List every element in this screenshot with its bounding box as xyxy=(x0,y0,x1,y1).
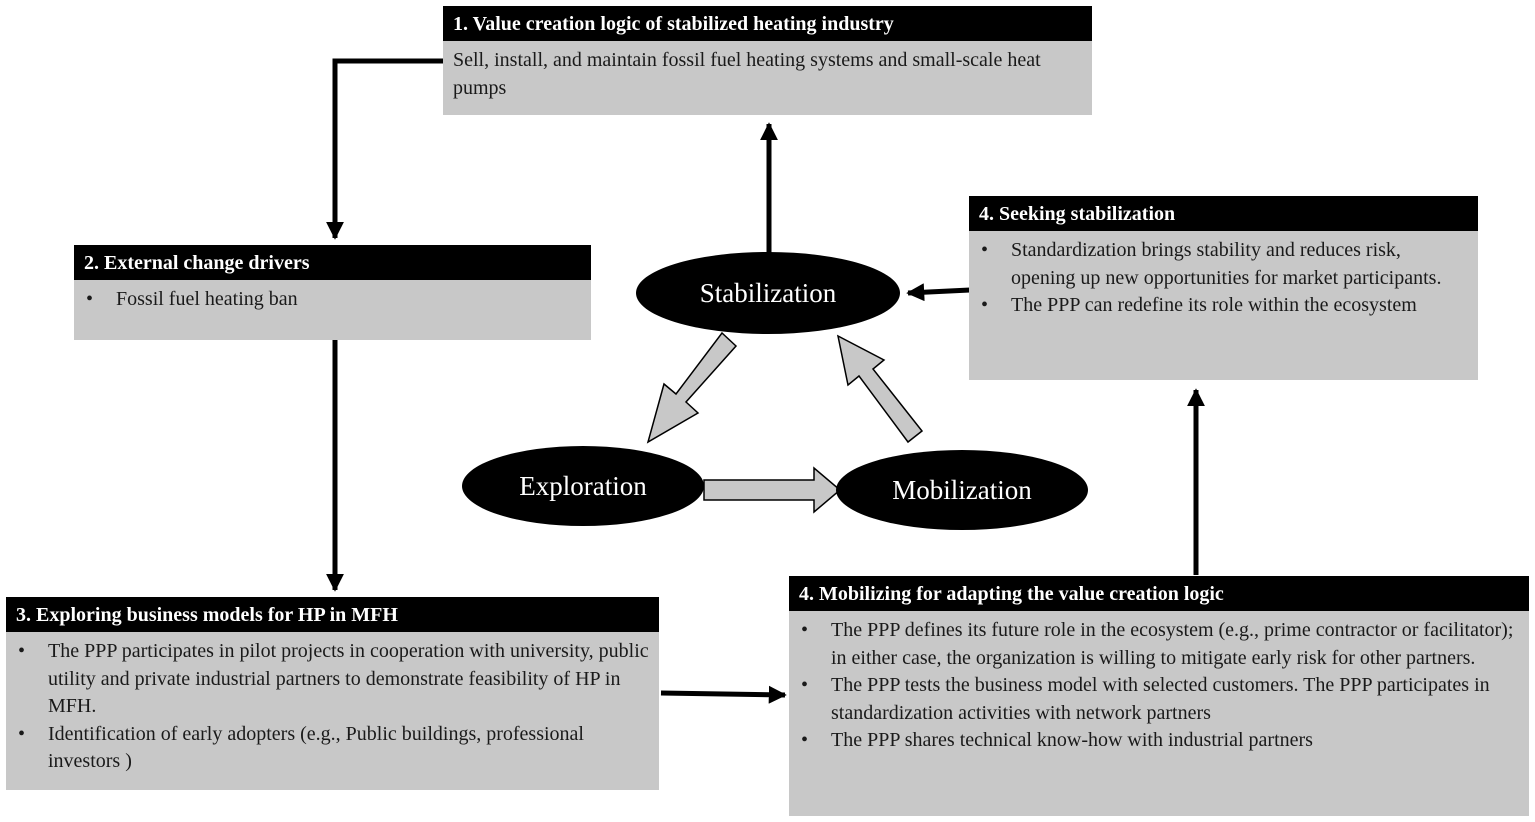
box-external-change-drivers: 2. External change drivers Fossil fuel h… xyxy=(74,245,591,340)
ellipse-mobilization-label: Mobilization xyxy=(892,474,1032,505)
box-external-change-drivers-body: Fossil fuel heating ban xyxy=(74,280,591,340)
arrow-box3-to-box4-mobilizing xyxy=(660,685,787,704)
box-seeking-stabilization: 4. Seeking stabilization Standardization… xyxy=(969,196,1478,380)
list-item: Fossil fuel heating ban xyxy=(86,286,581,314)
box-exploring-business-models-body: The PPP participates in pilot projects i… xyxy=(6,632,659,790)
ellipse-exploration-label: Exploration xyxy=(519,470,647,501)
box-exploring-business-models: 3. Exploring business models for HP in M… xyxy=(6,597,659,790)
box-value-creation-logic: 1. Value creation logic of stabilized he… xyxy=(443,6,1092,115)
list-item: The PPP can redefine its role within the… xyxy=(981,292,1468,320)
box-value-creation-logic-title: 1. Value creation logic of stabilized he… xyxy=(443,6,1092,41)
arrow-seeking-to-stabilization xyxy=(906,283,971,302)
box-mobilizing-body: The PPP defines its future role in the e… xyxy=(789,611,1529,816)
box-mobilizing: 4. Mobilizing for adapting the value cre… xyxy=(789,576,1529,816)
box-seeking-stabilization-title: 4. Seeking stabilization xyxy=(969,196,1478,231)
box-seeking-stabilization-body: Standardization brings stability and red… xyxy=(969,231,1478,380)
list-item: The PPP defines its future role in the e… xyxy=(801,617,1519,672)
box-value-creation-logic-body: Sell, install, and maintain fossil fuel … xyxy=(443,41,1092,115)
list-item: Identification of early adopters (e.g., … xyxy=(18,721,649,776)
list-item: The PPP shares technical know-how with i… xyxy=(801,727,1519,755)
list-item: The PPP tests the business model with se… xyxy=(801,672,1519,727)
box-mobilizing-title: 4. Mobilizing for adapting the value cre… xyxy=(789,576,1529,611)
cycle-arrow-stabilization-to-exploration xyxy=(646,331,738,444)
box-exploring-business-models-title: 3. Exploring business models for HP in M… xyxy=(6,597,659,632)
box-external-change-drivers-title: 2. External change drivers xyxy=(74,245,591,280)
list-item: Standardization brings stability and red… xyxy=(981,237,1468,292)
cycle-arrow-exploration-to-mobilization xyxy=(703,466,842,514)
cycle-arrow-mobilization-to-stabilization xyxy=(836,334,924,444)
ellipse-stabilization-label: Stabilization xyxy=(699,277,837,308)
arrow-box1-to-box2 xyxy=(326,58,443,240)
ellipse-exploration: Exploration xyxy=(462,446,704,526)
ellipse-mobilization: Mobilization xyxy=(836,450,1088,530)
list-item: The PPP participates in pilot projects i… xyxy=(18,638,649,721)
box-value-creation-logic-text: Sell, install, and maintain fossil fuel … xyxy=(453,49,1041,99)
ellipse-stabilization: Stabilization xyxy=(636,252,900,334)
